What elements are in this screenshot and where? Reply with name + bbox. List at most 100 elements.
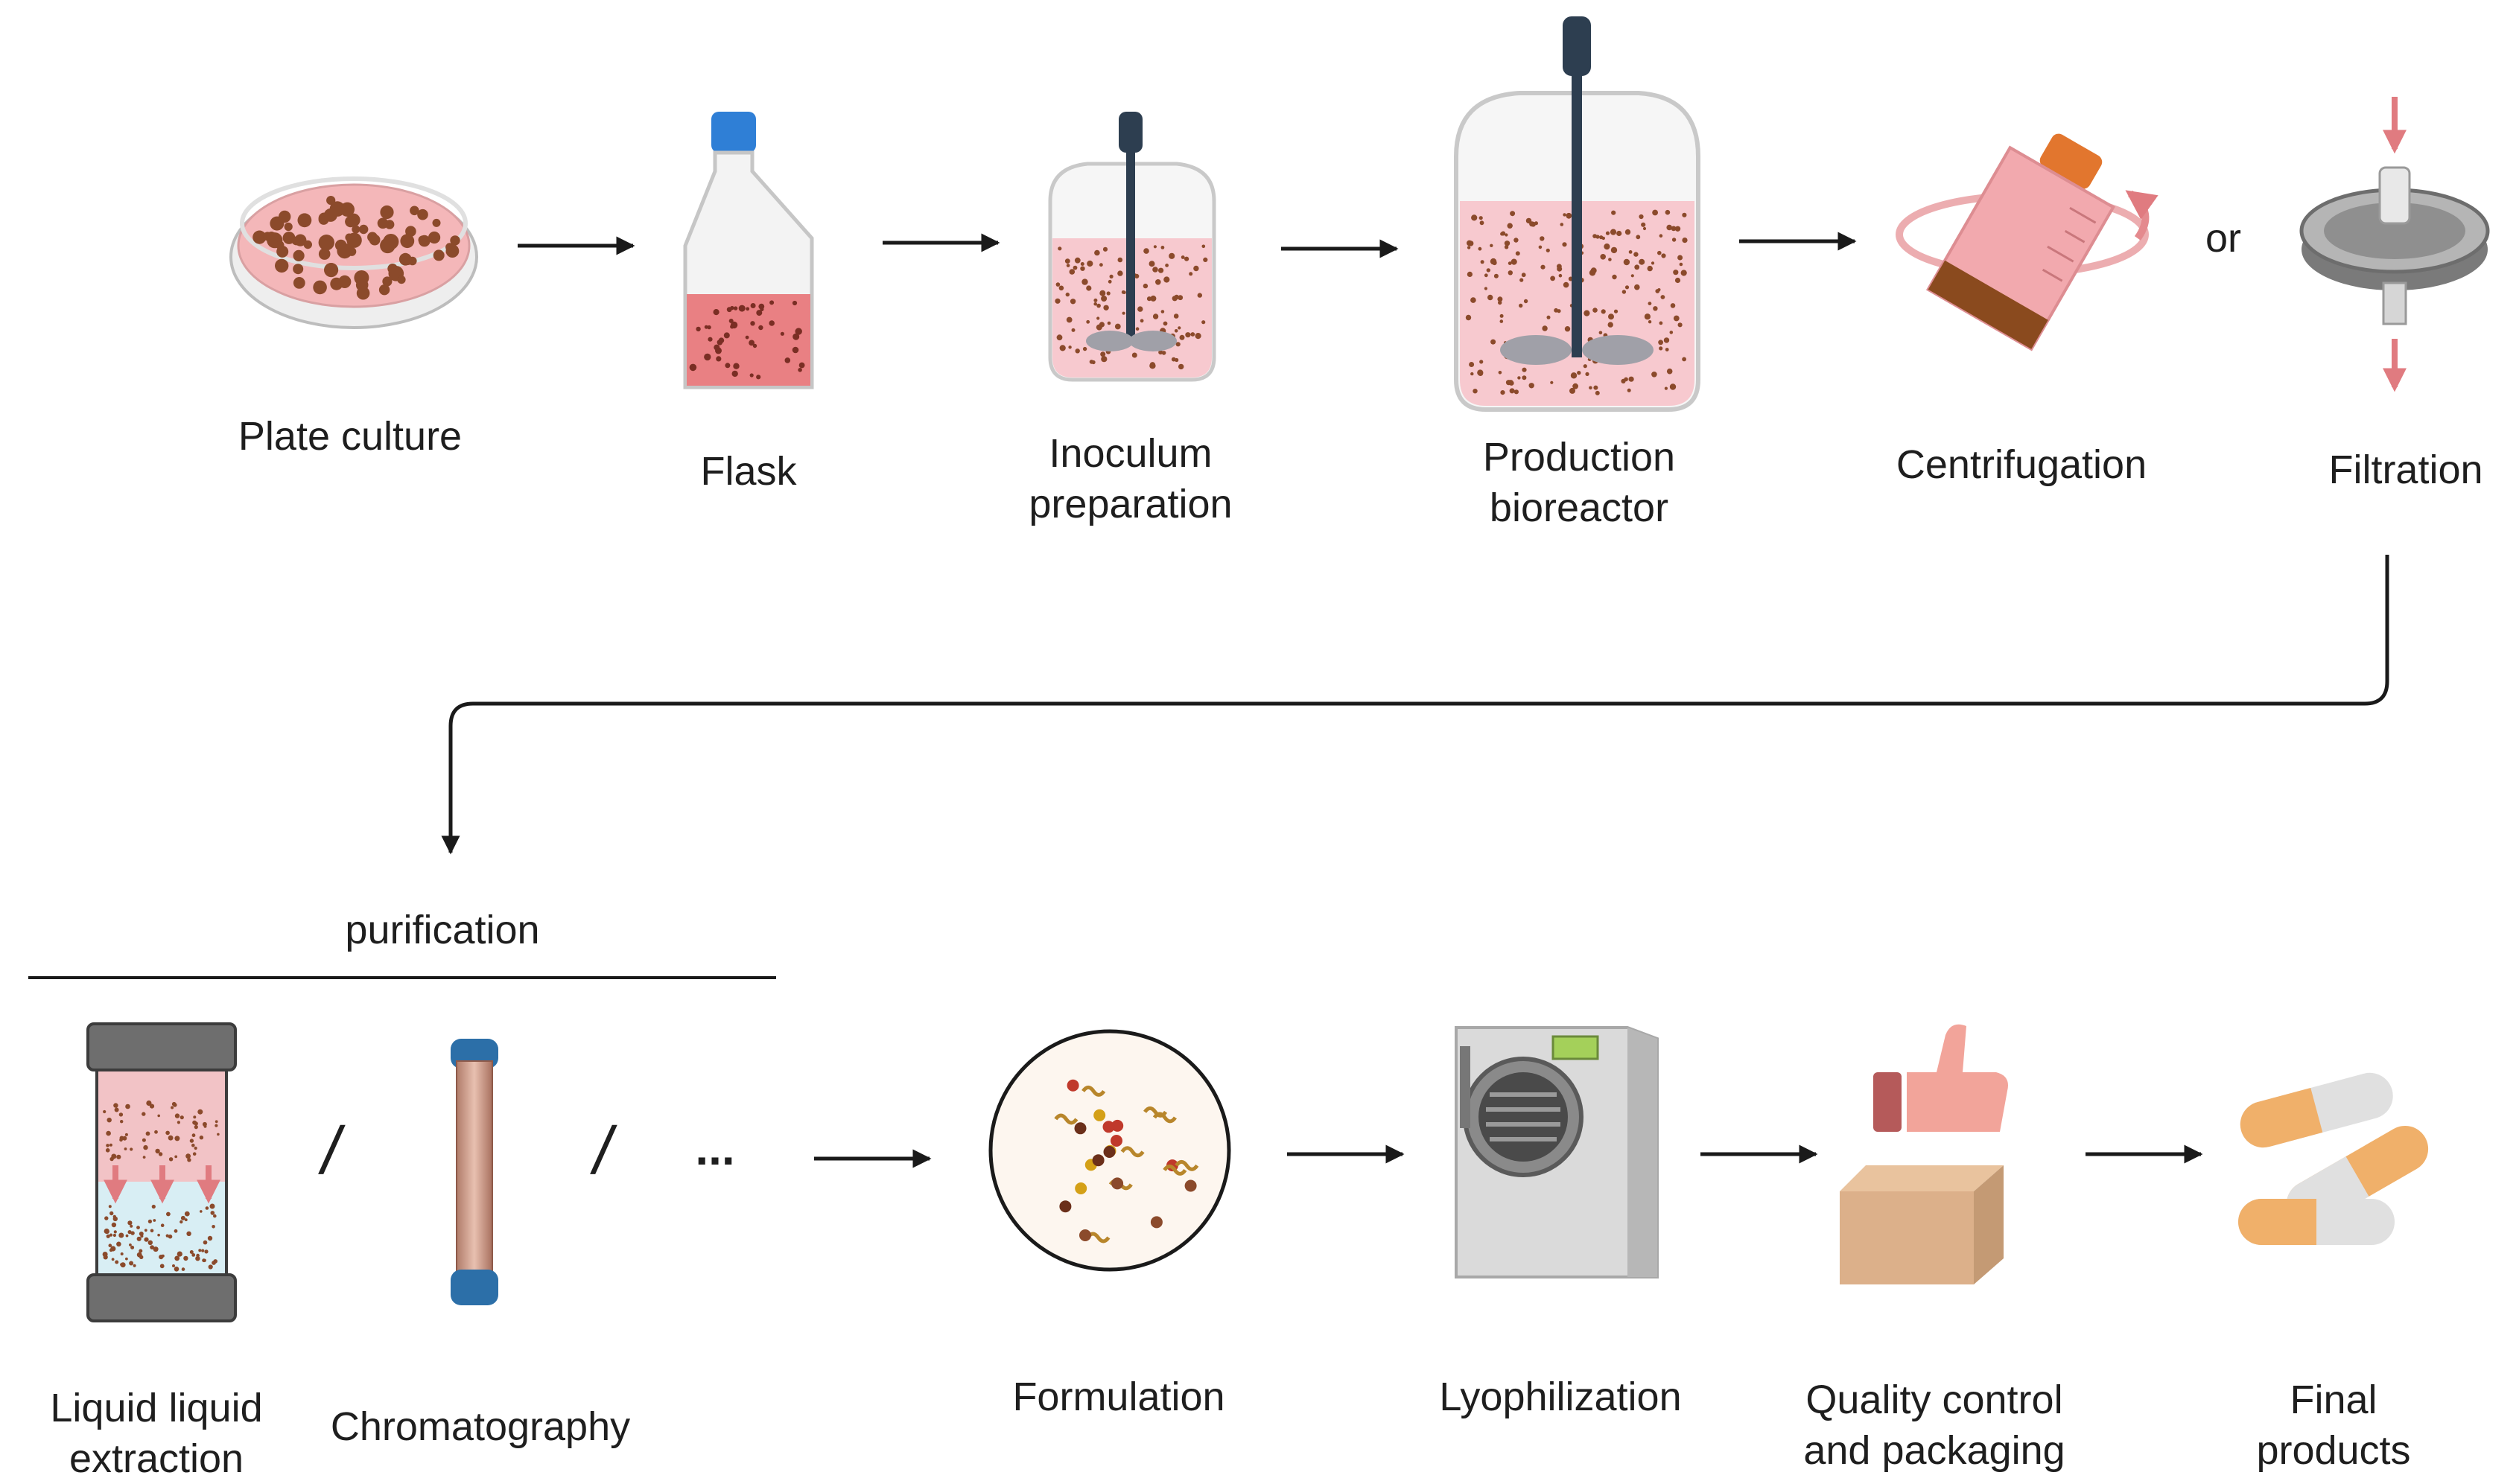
particle-dot xyxy=(124,1133,128,1136)
particle-dot xyxy=(1653,306,1658,311)
particle-dot xyxy=(1563,281,1569,288)
particle-dot xyxy=(1146,296,1152,302)
particle-dot xyxy=(1639,214,1644,220)
particle-dot xyxy=(1498,300,1502,305)
particle-dot xyxy=(145,1131,150,1136)
particle-dot xyxy=(189,1139,194,1143)
particle-dot xyxy=(111,1153,117,1159)
particle-dot xyxy=(130,1245,135,1249)
particle-dot xyxy=(1608,258,1612,261)
particle-dot xyxy=(112,1214,116,1219)
particle-dot xyxy=(1165,264,1169,267)
particle-dot xyxy=(1504,241,1511,246)
particle-dot xyxy=(1143,283,1149,289)
particle-dot xyxy=(129,1261,134,1266)
particle-dot xyxy=(1546,315,1551,319)
particle-dot xyxy=(1086,319,1090,324)
particle-dot xyxy=(1058,246,1062,251)
particle-dot xyxy=(108,1205,112,1208)
particle-dot xyxy=(750,321,755,326)
particle-dot xyxy=(1106,291,1111,296)
particle-dot xyxy=(1659,234,1663,238)
particle-dot xyxy=(113,1103,118,1108)
particle-dot xyxy=(1583,310,1590,316)
particle-dot xyxy=(213,1259,218,1264)
particle-dot xyxy=(1605,231,1610,235)
particle-dot xyxy=(1519,278,1524,282)
particle-dot xyxy=(213,1214,217,1218)
particle-dot xyxy=(127,1230,132,1235)
particle-dot xyxy=(1185,332,1191,338)
petri-dish-icon xyxy=(229,176,478,329)
particle-dot xyxy=(1074,1122,1087,1135)
particle-dot xyxy=(1508,261,1512,265)
particle-dot xyxy=(1470,297,1476,303)
particle-dot xyxy=(716,356,722,362)
particle-dot xyxy=(200,1210,203,1213)
particle-dot xyxy=(157,1114,160,1118)
particle-dot xyxy=(323,208,337,222)
particle-dot xyxy=(184,1211,190,1217)
particle-dot xyxy=(1086,285,1092,291)
particle-dot xyxy=(174,1113,180,1118)
particle-dot xyxy=(1671,226,1677,232)
particle-dot xyxy=(1169,252,1175,259)
particle-dot xyxy=(1103,1146,1116,1158)
particle-dot xyxy=(1197,293,1203,298)
particle-dot xyxy=(110,1246,116,1252)
particle-dot xyxy=(1550,276,1556,281)
particle-dot xyxy=(275,258,289,273)
particle-dot xyxy=(738,305,746,312)
particle-dot xyxy=(1067,1079,1079,1092)
particle-dot xyxy=(1066,316,1073,323)
particle-dot xyxy=(1616,230,1622,237)
particle-dot xyxy=(115,1260,119,1264)
particle-dot xyxy=(291,236,301,246)
label-chromatography: Chromatography xyxy=(330,1404,631,1449)
particle-dot xyxy=(1648,302,1652,305)
particle-dot xyxy=(1621,378,1626,383)
particle-dot xyxy=(1515,251,1520,256)
particle-dot xyxy=(105,1148,110,1153)
particle-dot xyxy=(1673,315,1680,322)
particle-dot xyxy=(1595,390,1600,395)
particle-dot xyxy=(418,235,428,245)
particle-dot xyxy=(798,368,802,372)
particle-dot xyxy=(1055,298,1061,304)
particle-dot xyxy=(1143,248,1149,254)
particle-dot xyxy=(1507,223,1513,229)
particle-dot xyxy=(303,240,312,249)
particle-dot xyxy=(377,217,389,229)
particle-dot xyxy=(116,1241,121,1247)
particle-dot xyxy=(1071,328,1076,332)
particle-dot xyxy=(397,276,406,284)
particle-dot xyxy=(1666,368,1673,375)
particle-dot xyxy=(1140,319,1144,323)
particle-dot xyxy=(1538,245,1543,249)
particle-dot xyxy=(174,1255,180,1261)
particle-dot xyxy=(1075,1182,1087,1194)
particle-dot xyxy=(1471,214,1478,221)
particle-dot xyxy=(752,343,757,348)
particle-dot xyxy=(185,1153,191,1159)
particle-dot xyxy=(1652,209,1659,216)
particle-dot xyxy=(124,1147,127,1150)
particle-dot xyxy=(293,249,305,261)
particle-dot xyxy=(318,248,331,260)
particle-dot xyxy=(192,1152,197,1156)
particle-dot xyxy=(215,1120,218,1124)
particle-dot xyxy=(1621,290,1627,294)
particle-dot xyxy=(180,1215,185,1220)
particle-dot xyxy=(1628,250,1633,254)
particle-dot xyxy=(1103,305,1109,311)
particle-dot xyxy=(1677,255,1683,261)
particle-dot xyxy=(103,1109,107,1114)
particle-dot xyxy=(1671,238,1677,242)
particle-dot xyxy=(1682,238,1688,243)
particle-dot xyxy=(1484,273,1488,278)
particle-dot xyxy=(1499,313,1504,318)
particle-dot xyxy=(1509,388,1515,394)
particle-dot xyxy=(139,1255,144,1260)
particle-dot xyxy=(1160,246,1165,249)
particle-dot xyxy=(293,277,305,289)
